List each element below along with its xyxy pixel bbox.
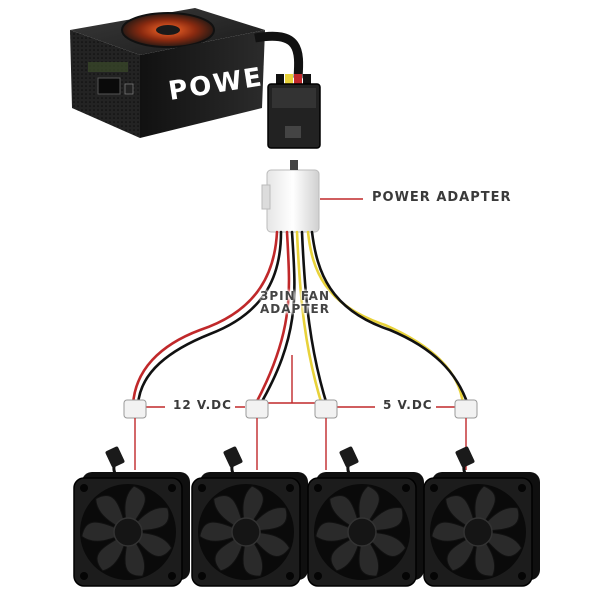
fan-connector-3 — [314, 399, 338, 470]
psu-side-face — [140, 30, 265, 138]
fan-1-icon — [73, 446, 190, 587]
psu-molex-connector — [267, 74, 321, 149]
fan-adapter-label-line1: 3PIN FAN — [260, 289, 330, 303]
fan-connector-2 — [245, 399, 269, 470]
power-switch-icon — [124, 83, 134, 95]
fan-4-icon — [423, 446, 540, 587]
fans — [73, 446, 540, 587]
fan-connector-4 — [454, 399, 478, 470]
power-adapter-label: POWER ADAPTER — [372, 190, 512, 205]
voltage-12v-label: 12 V.DC — [170, 398, 235, 412]
power-supply-unit — [70, 8, 304, 138]
voltage-5v-label: 5 V.DC — [380, 398, 436, 412]
fan-connector-1 — [123, 399, 147, 470]
fan-adapter-label-line2: ADAPTER — [260, 302, 330, 316]
fan-connectors — [123, 399, 478, 470]
wiring — [131, 230, 470, 407]
fan-2-icon — [191, 446, 308, 587]
power-socket-icon — [97, 77, 121, 95]
fan-adapter-label: 3PIN FAN ADAPTER — [255, 290, 335, 316]
fan-3-icon — [307, 446, 424, 587]
power-adapter-connector — [261, 160, 320, 233]
